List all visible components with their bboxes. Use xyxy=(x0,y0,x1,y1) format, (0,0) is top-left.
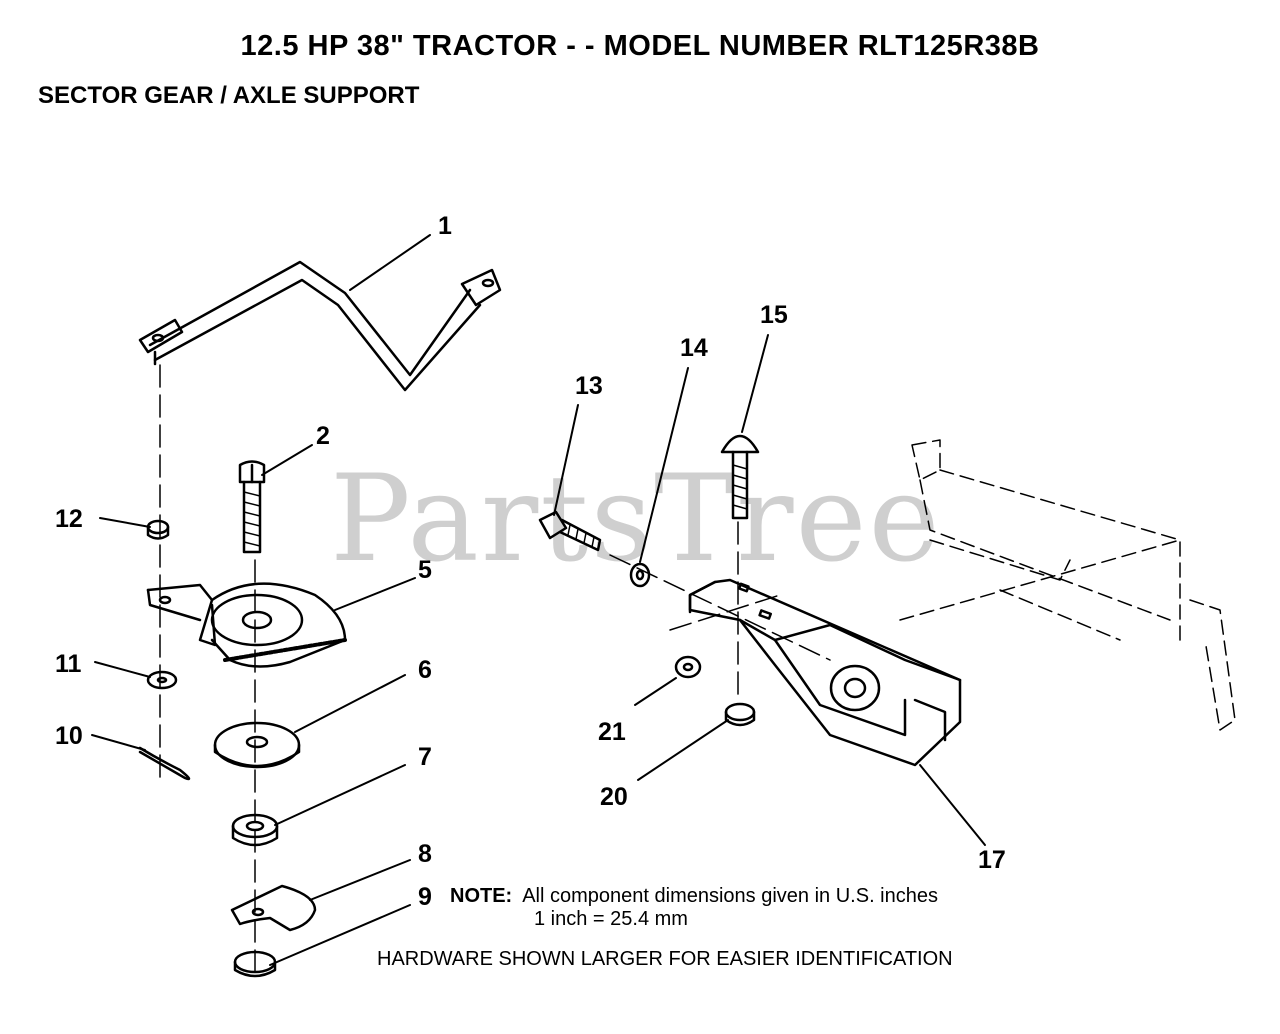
callout-9: 9 xyxy=(418,883,432,911)
note-line-1: All component dimensions given in U.S. i… xyxy=(522,885,938,907)
callout-17: 17 xyxy=(978,846,1006,874)
callout-10: 10 xyxy=(55,722,83,750)
carriage-bolt-part-15 xyxy=(720,434,760,520)
leader-lines xyxy=(91,234,986,966)
nut-part-12 xyxy=(146,519,170,540)
callout-15: 15 xyxy=(760,301,788,329)
washer-part-11 xyxy=(146,670,178,690)
sector-gear-part-5 xyxy=(146,582,347,668)
callout-8: 8 xyxy=(418,840,432,868)
hardware-note: HARDWARE SHOWN LARGER FOR EASIER IDENTIF… xyxy=(377,948,953,970)
callout-11: 11 xyxy=(55,650,82,678)
washer-part-6 xyxy=(213,721,301,769)
callout-14: 14 xyxy=(680,334,708,362)
callout-5: 5 xyxy=(418,556,432,584)
callout-1: 1 xyxy=(438,212,452,240)
callout-12: 12 xyxy=(55,505,83,533)
callout-2: 2 xyxy=(316,422,330,450)
clip-part-8 xyxy=(230,884,317,932)
washer-part-14 xyxy=(629,562,651,588)
axle-support-part-17 xyxy=(688,578,962,767)
bolt-part-2 xyxy=(238,460,266,554)
nut-part-20 xyxy=(724,702,756,727)
diagram-title: 12.5 HP 38" TRACTOR - - MODEL NUMBER RLT… xyxy=(240,30,1040,62)
dimension-note: NOTE: All component dimensions given in U… xyxy=(450,885,938,930)
callout-6: 6 xyxy=(418,656,432,684)
callout-21: 21 xyxy=(598,718,626,746)
note-line-2: 1 inch = 25.4 mm xyxy=(534,908,688,930)
drag-link-part-1 xyxy=(138,260,502,392)
frame-reference xyxy=(899,439,1236,731)
callout-7: 7 xyxy=(418,743,432,771)
cotter-pin-part-10 xyxy=(138,746,191,781)
callout-20: 20 xyxy=(600,783,628,811)
nut-part-7 xyxy=(231,813,279,847)
note-label: NOTE: xyxy=(450,885,513,907)
callout-13: 13 xyxy=(575,372,603,400)
bolt-part-13 xyxy=(538,510,602,552)
diagram-subtitle: SECTOR GEAR / AXLE SUPPORT xyxy=(38,82,420,109)
nut-part-21 xyxy=(674,655,702,679)
